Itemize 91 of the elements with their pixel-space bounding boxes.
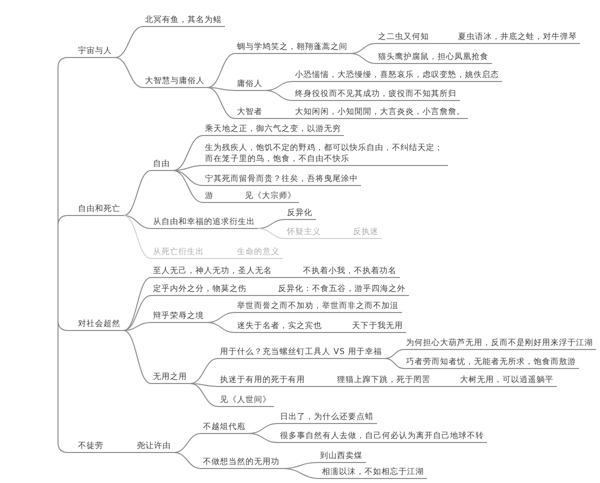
topic-label: 到山西卖煤	[318, 450, 366, 463]
connector-line	[123, 170, 152, 216]
connector-line	[207, 87, 236, 91]
topic-label: 定乎内外之分，物莫之伤	[151, 283, 250, 296]
topic-label: 生为残疾人，饱饥不定的野鸡，都可以快乐自由，不纠结天定；而在笼子里的鸟，饱食，不自由不快乐	[203, 142, 448, 166]
topic-label: 不做想当然的无用功	[201, 456, 282, 469]
connector-line	[106, 452, 136, 453]
topic-label: 之二虫又何知	[376, 31, 432, 44]
connector-line	[249, 295, 276, 296]
topic-label: 庸俗人	[235, 78, 266, 91]
topic-label: 见《大宗师》	[243, 190, 299, 203]
connector-line	[282, 468, 320, 479]
connector-line	[190, 383, 218, 387]
connector-line	[123, 215, 152, 259]
topic-label: 怀疑主义	[285, 226, 324, 239]
branch-label: 宇宙与人	[76, 45, 115, 58]
connector-line	[123, 277, 152, 331]
connector-line	[207, 87, 236, 119]
topic-label: 反异化：不食五谷，游乎四海之外	[276, 283, 408, 296]
topic-label: 辩乎荣辱之境	[151, 310, 207, 323]
connector-line	[123, 215, 152, 229]
topic-label: 狸猫上蹿下跳，死于罔罟	[335, 374, 434, 387]
connector-line	[172, 170, 204, 203]
connector-line	[172, 170, 204, 186]
topic-label: 天下于我无用	[350, 320, 406, 333]
topic-label: 执迷于有用的死于有用	[218, 374, 308, 387]
topic-label: 至人无己，神人无功，圣人无名	[151, 265, 275, 278]
connector-line	[274, 277, 302, 278]
topic-label: 为何担心大葫芦无用，反而不是刚好用来浮于江湖	[404, 337, 596, 350]
topic-label: 大树无用，可以逍遥躺平	[458, 374, 556, 387]
topic-label: 从自由和幸福的追求衍生出	[151, 216, 258, 229]
topic-label: 反执迷	[351, 226, 382, 239]
topic-label: 巧者劳而知者忧，无能者无所求，饱食而敖游	[404, 356, 579, 369]
topic-label: 举世而誉之而不加劝，举世而非之而不加沮	[235, 300, 402, 313]
connector-line	[350, 53, 376, 64]
branch-label: 对社会超然	[76, 318, 124, 331]
topic-label: 日出了，为什么还要点蜡	[278, 411, 376, 424]
topic-label: 大智者	[235, 106, 266, 119]
connector-line	[123, 322, 152, 331]
topic-label: 自由	[151, 158, 173, 171]
connector-line	[190, 383, 218, 407]
connector-line	[384, 349, 404, 359]
connector-line	[308, 386, 336, 387]
topic-label: 大智慧与庸俗人	[143, 75, 208, 88]
connector-line	[433, 386, 458, 387]
connector-line	[123, 295, 152, 331]
connector-line	[258, 228, 286, 239]
connector-line	[324, 238, 352, 239]
topic-label: 相濡以沫，不如相忘于江湖	[320, 466, 427, 479]
topic-label: 游	[203, 190, 216, 203]
topic-label: 小恐惴惴，大恐缦缦，喜怒哀乐，虑叹变慹，姚佚启态	[293, 69, 502, 82]
topic-label: 尧让许由	[135, 440, 174, 453]
topic-label: 从死亡衍生出	[151, 246, 207, 259]
topic-label: 蜩与学鸠笑之，翱翔蓬蒿之间	[235, 41, 350, 54]
connector-line	[174, 433, 202, 453]
connector-line	[207, 53, 236, 88]
topic-label: 不越俎代庖	[201, 421, 248, 434]
branch-label: 不徒劳	[76, 440, 106, 453]
connector-line	[190, 358, 218, 384]
topic-label: 宁其死而留骨而贵？往矣，吾将曳尾涂中	[203, 173, 361, 186]
topic-label: 不执着小我，不执着功名	[301, 265, 400, 278]
connector-line	[324, 332, 350, 333]
connector-line	[114, 26, 144, 58]
topic-label: 反异化	[285, 207, 316, 220]
connector-line	[58, 215, 76, 250]
connector-line	[432, 43, 456, 44]
connector-line	[384, 358, 404, 369]
topic-label: 夏虫语冰，井底之蛙，对牛弹琴	[456, 31, 580, 44]
connector-line	[174, 452, 202, 469]
connector-line	[114, 57, 144, 88]
connector-line	[58, 250, 76, 453]
topic-label: 见《人世间》	[218, 394, 274, 407]
connector-line	[172, 135, 204, 171]
topic-label: 猫头鹰护腐鼠，担心凤凰抢食	[376, 51, 492, 64]
connector-line	[265, 90, 294, 101]
connector-line	[206, 258, 236, 259]
connector-line	[265, 118, 294, 119]
topic-label: 用于什么？充当螺丝钉工具人 VS 用于幸福	[218, 346, 386, 359]
topic-label: 很多事自然有人去做，自己何必认为离开自己地球不转	[278, 430, 487, 443]
topic-label: 生命的意义	[235, 246, 282, 259]
connector-line	[206, 322, 236, 333]
topic-label: 北冥有鱼，其名为鲲	[143, 14, 224, 27]
connector-line	[248, 433, 278, 443]
branch-label: 自由和死亡	[76, 203, 124, 216]
topic-label: 终身役役而不见其成功，疲役而不知其所归	[293, 88, 460, 101]
topic-label: 无用之用	[151, 371, 190, 384]
connector-line	[216, 202, 244, 203]
topic-label: 大知闲闲，小知閒閒，大言炎炎，小言詹詹。	[293, 106, 468, 119]
topic-label: 迷失于名者，实之宾也	[235, 320, 325, 333]
topic-label: 乘天地之正，御六气之变，以游无穷	[203, 123, 344, 136]
connector-line	[123, 330, 152, 384]
